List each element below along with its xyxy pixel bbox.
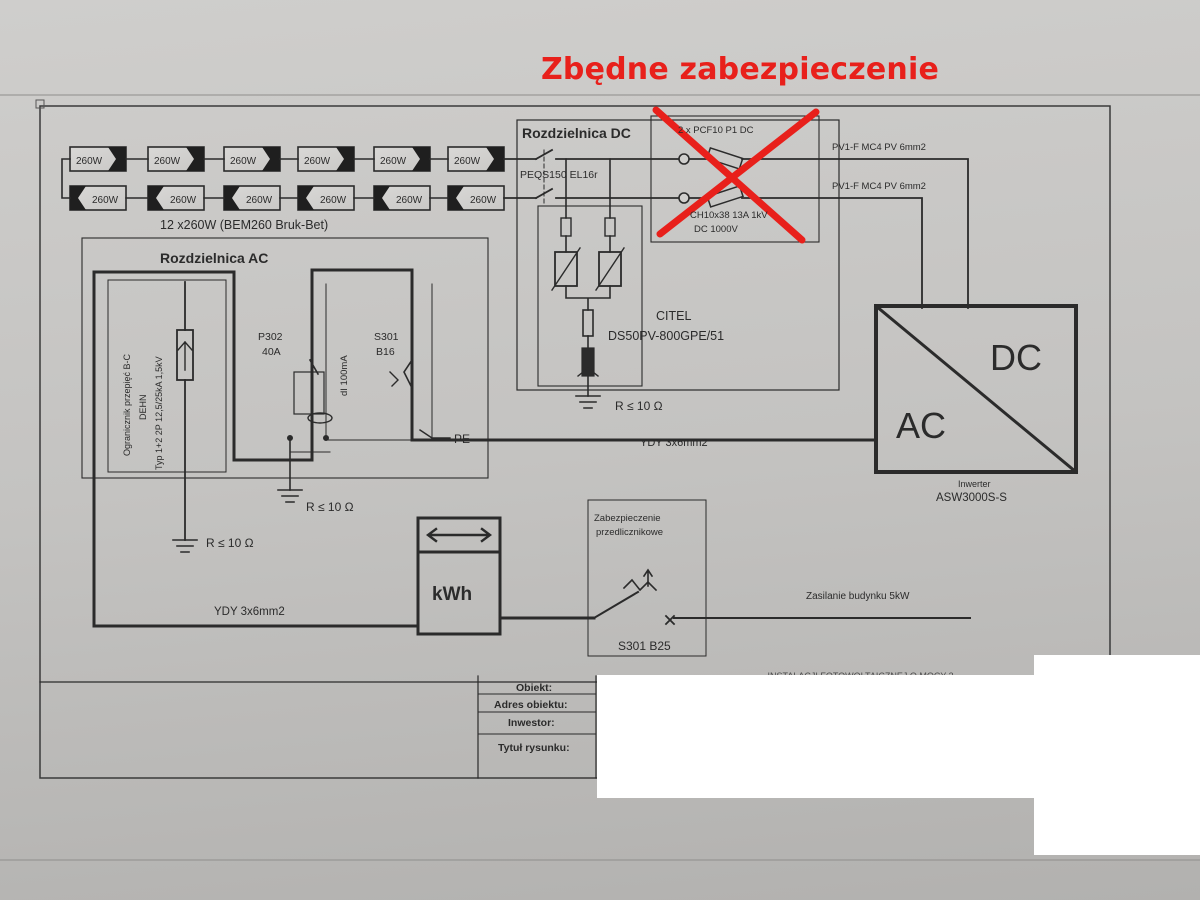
ground-symbol-dc (575, 395, 601, 409)
limiter-earth-label: R ≤ 10 Ω (206, 536, 254, 550)
kwh-meter-box (416, 516, 502, 636)
cable-label-ydy-main: YDY 3x6mm2 (214, 606, 285, 618)
pv-panel (373, 185, 431, 211)
fuse-enclosure (650, 115, 820, 243)
pv-array-label: 12 x260W (BEM260 Bruk-Bet) (160, 218, 328, 232)
panel-label: 260W (454, 156, 481, 167)
cable-label-ydy-ac: YDY 3x6mm2 (640, 437, 708, 449)
fuse-label-voltage: DC 1000V (694, 224, 738, 235)
rcd-toroid (307, 412, 333, 424)
redundant-fuse-cross (652, 106, 820, 244)
pv-array (61, 146, 505, 211)
dc-box-title: Rozdzielnica DC (522, 125, 631, 141)
pv-panel (147, 146, 205, 172)
breaker-enclosure (587, 499, 707, 657)
rcd-rating: 40A (262, 346, 281, 358)
pv-panel (373, 146, 431, 172)
ac-enclosure (81, 237, 489, 479)
title-block-adres: Adres obiektu: (494, 699, 568, 711)
dc-enclosure (516, 119, 840, 391)
breaker-model: S301 B25 (618, 639, 671, 653)
spd-name: CITEL (656, 309, 691, 323)
spd-enclosure (537, 205, 643, 387)
title-block-objekt: Obiekt: (516, 682, 552, 694)
mcb-name: S301 (374, 331, 399, 343)
breaker-title-2: przedlicznikowe (596, 527, 663, 538)
inverter-box (874, 304, 1078, 474)
pe-label: PE (454, 432, 470, 446)
rcd-sensitivity: dI 100mA (339, 355, 350, 396)
inverter-label: Inwerter (958, 479, 991, 489)
cable-label-supply: Zasilanie budynku 5kW (806, 591, 910, 602)
ac-earth-label: R ≤ 10 Ω (306, 500, 354, 514)
frame-handle (35, 99, 45, 109)
fuse-bottom (706, 185, 744, 208)
spd-model: DS50PV-800GPE/51 (608, 329, 724, 343)
cable-label-pv1: PV1-F MC4 PV 6mm2 (832, 142, 926, 153)
rcd-name: P302 (258, 331, 283, 343)
cable-label-pv2: PV1-F MC4 PV 6mm2 (832, 181, 926, 192)
bidirectional-arrow-icon (426, 527, 492, 543)
breaker-title-1: Zabezpieczenie (594, 513, 661, 524)
pv-panel (147, 185, 205, 211)
panel-label: 260W (470, 195, 497, 206)
limiter-text-3: Typ 1+2 2P 12,5/25kA 1,5kV (154, 356, 164, 470)
inverter-dc-label: DC (990, 337, 1042, 378)
redundant-protection-annotation: Zbędne zabezpieczenie (540, 52, 940, 87)
limiter-text-2: DEHN (138, 394, 148, 420)
panel-label: 260W (320, 195, 347, 206)
limiter-enclosure (107, 279, 227, 473)
pv-panel (223, 185, 281, 211)
title-block-tytul: Tytuł rysunku: (498, 742, 570, 754)
dc-earth-label: R ≤ 10 Ω (615, 399, 663, 413)
drawing-frame (39, 105, 1111, 779)
limiter-text-1: Ogranicznik przepięć B-C (122, 353, 132, 456)
panel-label: 260W (396, 195, 423, 206)
mcb-rating: B16 (376, 346, 395, 358)
fuse-label-top: 2 x PCF10 P1 DC (678, 125, 754, 136)
panel-label: 260W (92, 195, 119, 206)
panel-label: 260W (154, 156, 181, 167)
panel-label: 260W (380, 156, 407, 167)
title-block-inwestor: Inwestor: (508, 717, 555, 729)
panel-label: 260W (170, 195, 197, 206)
inverter-model: ASW3000S-S (936, 492, 1007, 504)
inverter-ac-label: AC (896, 405, 946, 446)
meter-label: kWh (432, 584, 472, 605)
panel-label: 260W (304, 156, 331, 167)
ac-box-title: Rozdzielnica AC (160, 250, 268, 266)
ground-symbol-ac (277, 489, 303, 503)
ground-symbol-limiter (172, 539, 198, 553)
fuse-label-bottom: CH10x38 13A 1kV (690, 210, 768, 221)
panel-label: 260W (230, 156, 257, 167)
panel-label: 260W (246, 195, 273, 206)
panel-label: 260W (76, 156, 103, 167)
redaction-block (1034, 655, 1200, 855)
dc-switch-label: PEQS150 EL16r (520, 169, 598, 181)
rcd-enclosure (293, 371, 325, 415)
